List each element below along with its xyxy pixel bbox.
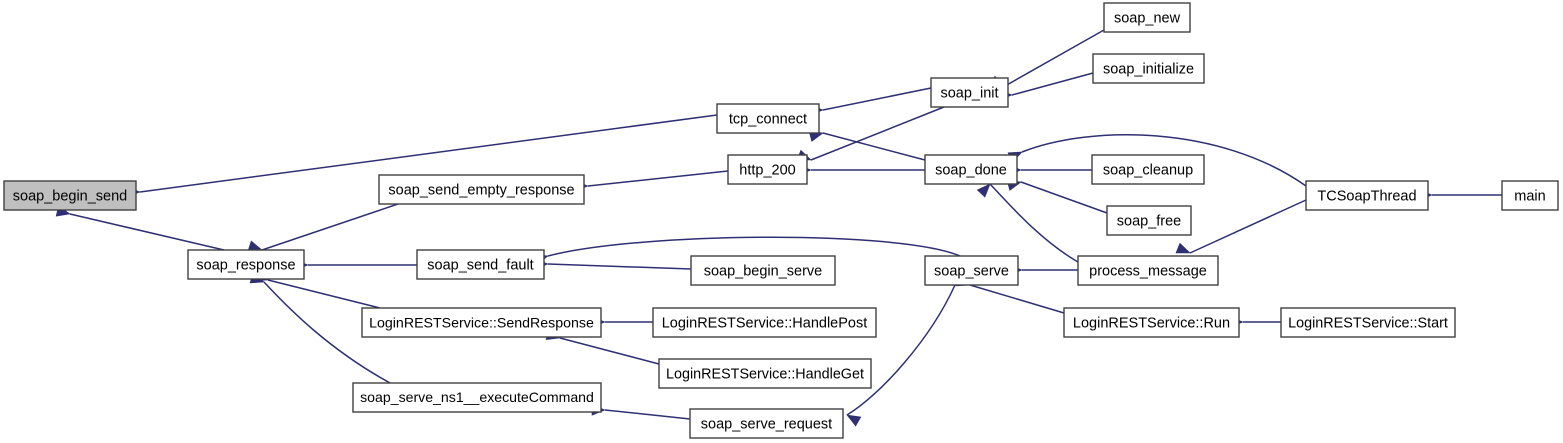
node-box[interactable] [416,249,545,280]
edge-TCSoapThread-to-process_message [1175,199,1307,254]
arrowhead [976,183,991,198]
node-soap_free[interactable]: soap_free [1106,205,1192,236]
node-soap_send_empty_response[interactable]: soap_send_empty_response [378,174,585,205]
node-box[interactable] [930,77,1009,108]
edge-soap_cleanup-to-soap_done [1007,164,1092,176]
edge-soap_done-to-tcp_connect [808,130,926,161]
node-box[interactable] [924,255,1019,286]
node-box[interactable] [716,103,820,134]
node-soap_init[interactable]: soap_init [930,77,1009,108]
node-LoginRESTService::Run[interactable]: LoginRESTService::Run [1063,307,1240,338]
node-soap_new[interactable]: soap_new [1103,2,1191,33]
node-tcp_connect[interactable]: tcp_connect [716,103,820,134]
node-soap_initialize[interactable]: soap_initialize [1092,53,1205,84]
node-box[interactable] [1092,53,1205,84]
edge-line [547,263,692,270]
node-box[interactable] [652,307,877,338]
edge-soap_send_fault-to-soap_response [294,259,417,271]
node-box[interactable] [352,382,602,413]
edge-line [267,279,381,309]
edge-line [846,284,956,416]
edge-line [559,337,660,365]
edge-line [969,284,1065,314]
edge-line [989,183,1079,263]
edge-line [1021,133,1307,187]
node-box[interactable] [1305,180,1429,211]
arrowhead [1175,242,1191,254]
edge-line [604,409,691,420]
edge-line [69,213,225,251]
edge-line [1189,199,1307,254]
edge-soap_serve_request-to-soap_serve_ns1__executeCommand [591,404,691,420]
edge-soap_init-to-tcp_connect [809,87,932,116]
node-box[interactable] [1063,307,1240,338]
node-box[interactable] [924,154,1018,185]
node-soap_done[interactable]: soap_done [924,154,1018,185]
node-box[interactable] [1103,2,1191,33]
node-soap_serve_ns1__executeCommand[interactable]: soap_serve_ns1__executeCommand [352,382,602,413]
edge-process_message-to-soap_done [976,183,1079,263]
edge-soap_serve-to-soap_serve_request [846,284,956,427]
edge-line [587,170,729,187]
node-box[interactable] [187,249,305,280]
edge-process_message-to-soap_serve [1008,264,1078,276]
node-LoginRESTService::Start[interactable]: LoginRESTService::Start [1280,307,1456,338]
node-LoginRESTService::SendResponse[interactable]: LoginRESTService::SendResponse [361,307,602,338]
node-process_message[interactable]: process_message [1077,255,1219,286]
node-soap_cleanup[interactable]: soap_cleanup [1091,154,1205,185]
edge-line [263,281,391,384]
node-soap_send_fault[interactable]: soap_send_fault [416,249,545,280]
arrowhead [846,414,862,427]
node-LoginRESTService::HandleGet[interactable]: LoginRESTService::HandleGet [658,358,872,389]
node-soap_response[interactable]: soap_response [187,249,305,280]
edge-line [1011,72,1094,96]
edge-soap_initialize-to-soap_init [998,72,1094,101]
edge-line [1004,29,1105,87]
node-LoginRESTService::HandlePost[interactable]: LoginRESTService::HandlePost [652,307,877,338]
edge-main-to-TCSoapThread [1418,189,1502,201]
nodes-layer: soap_begin_send soap_response soap_send_em… [3,2,1559,439]
node-box[interactable] [1501,180,1559,211]
node-box[interactable] [727,154,808,185]
node-box[interactable] [1280,307,1456,338]
node-TCSoapThread[interactable]: TCSoapThread [1305,180,1429,211]
node-box[interactable] [689,408,844,439]
edge-line [547,236,961,257]
edge-soap_send_empty_response-to-soap_response [247,203,399,252]
node-soap_serve_request[interactable]: soap_serve_request [689,408,844,439]
node-soap_serve[interactable]: soap_serve [924,255,1019,286]
edge-soap_done-to-http_200 [797,164,925,176]
node-soap_begin_send[interactable]: soap_begin_send [3,180,137,211]
node-box[interactable] [690,255,836,286]
edge-http_200-to-soap_send_empty_response [574,170,729,192]
node-box[interactable] [1106,205,1192,236]
node-box[interactable] [1091,154,1205,185]
edge-line [810,106,945,161]
node-main[interactable]: main [1501,180,1559,211]
edge-line [261,203,399,251]
node-box[interactable] [658,358,872,389]
node-soap_begin_serve[interactable]: soap_begin_serve [690,255,836,286]
node-box[interactable] [1077,255,1219,286]
node-http_200[interactable]: http_200 [727,154,808,185]
edge-line [139,114,718,193]
edge-line [822,132,926,161]
node-box[interactable] [3,180,137,211]
edge-soap_response-to-soap_begin_send [55,205,225,251]
node-box[interactable] [378,174,585,205]
edge-soap_begin_serve-to-soap_send_fault [534,258,692,270]
edge-line [1020,181,1108,214]
node-box[interactable] [361,307,602,338]
edge-line [822,87,932,111]
